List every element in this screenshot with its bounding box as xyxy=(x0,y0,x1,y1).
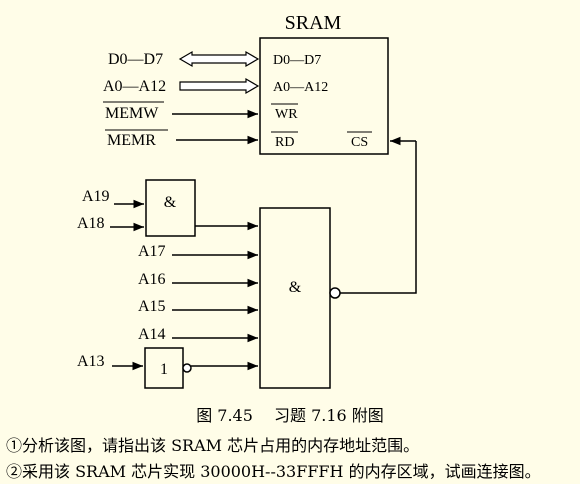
and-gate-big xyxy=(259,207,331,389)
sram-chip xyxy=(259,37,389,155)
label-a18: A18 xyxy=(77,215,105,232)
not-gate-symbol: 1 xyxy=(160,361,168,378)
figure-caption: 图 7.45 习题 7.16 附图 xyxy=(196,406,384,425)
and-gate-small xyxy=(145,179,196,237)
label-a17: A17 xyxy=(138,243,166,260)
and-gate-small-symbol: & xyxy=(164,194,177,211)
label-a19: A19 xyxy=(82,188,110,205)
cs-wire xyxy=(340,141,417,294)
label-a14: A14 xyxy=(138,326,166,343)
sram-pin-wr: WR xyxy=(275,107,298,122)
and-gate-big-symbol: & xyxy=(289,279,302,296)
question-2: ②采用该 SRAM 芯片实现 30000H--33FFFH 的内存区域，试画连接… xyxy=(6,462,541,481)
question-1: ①分析该图，请指出该 SRAM 芯片占用的内存地址范围。 xyxy=(6,436,420,455)
sram-pin-addr: A0—A12 xyxy=(273,80,328,95)
label-data-bus: D0—D7 xyxy=(108,51,163,68)
label-a16: A16 xyxy=(138,271,166,288)
label-memw: MEMW xyxy=(105,105,159,122)
not-gate-bubble xyxy=(182,363,192,373)
label-a15: A15 xyxy=(138,298,166,315)
circuit-diagram: SRAM D0—D7 A0—A12 WR RD CS D0—D7 A0—A12 … xyxy=(77,12,417,389)
sram-pin-data: D0—D7 xyxy=(273,53,321,68)
label-addr-bus: A0—A12 xyxy=(103,78,166,95)
sram-pin-cs: CS xyxy=(351,135,368,150)
label-memr: MEMR xyxy=(107,132,156,149)
data-bus-arrow xyxy=(178,50,260,68)
sram-pin-rd: RD xyxy=(275,135,294,150)
addr-bus-arrow xyxy=(179,77,260,95)
label-a13: A13 xyxy=(77,353,105,370)
nand-output-bubble xyxy=(329,287,341,299)
sram-title: SRAM xyxy=(285,12,342,34)
